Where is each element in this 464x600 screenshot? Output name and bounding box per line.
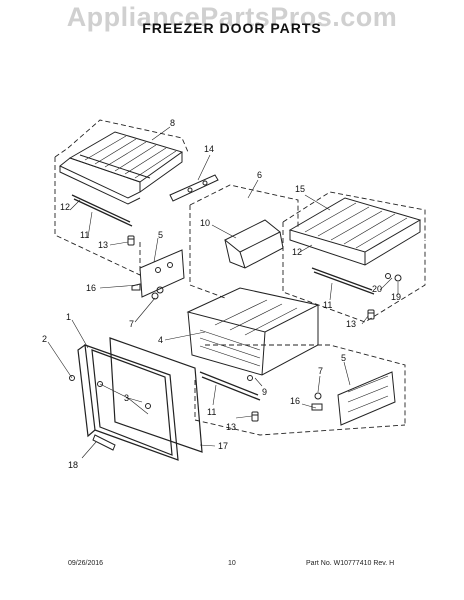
callout-16-lower: 16: [290, 396, 300, 406]
callout-7-lower: 7: [318, 366, 323, 376]
upper-tray-left: [59, 131, 184, 205]
callout-7-upper: 7: [129, 319, 134, 329]
callout-5-upper: 5: [158, 230, 163, 240]
callout-15: 15: [295, 184, 305, 194]
fastener-2: [69, 375, 75, 381]
freezer-basket: [186, 287, 320, 376]
callout-labels: 8 14 6 15 10 12 11 13 5 12 11 13 20 19 1…: [42, 118, 401, 470]
callout-13-right: 13: [346, 319, 356, 329]
door-gasket: [109, 337, 203, 453]
callout-16-upper: 16: [86, 283, 96, 293]
callout-3: 3: [124, 393, 129, 403]
callout-5-lower: 5: [341, 353, 346, 363]
watermark: AppliancePartsPros.com: [66, 2, 398, 32]
callout-4: 4: [158, 335, 163, 345]
callout-13-bottom: 13: [226, 422, 236, 432]
group-outline-bottom: [194, 344, 406, 436]
footer-part-number: Part No. W10777410 Rev. H: [306, 560, 395, 567]
bracket-14: [169, 174, 219, 202]
callout-9: 9: [262, 387, 267, 397]
callout-13-left: 13: [98, 240, 108, 250]
screw-13-left: [127, 235, 135, 246]
callout-8: 8: [170, 118, 175, 128]
callout-17: 17: [218, 441, 228, 451]
screw-13-bottom: [251, 411, 259, 422]
callout-12-left: 12: [60, 202, 70, 212]
door-panel: [77, 344, 179, 461]
callout-11-left: 11: [80, 230, 89, 240]
callout-20: 20: [372, 284, 382, 294]
footer-page-number: 10: [228, 560, 236, 567]
leader-lines: [47, 126, 399, 459]
fastener-3-a: [97, 381, 103, 387]
fastener-9: [247, 375, 253, 381]
callout-2: 2: [42, 334, 47, 344]
page-title: FREEZER DOOR PARTS: [142, 20, 322, 36]
group-outline-bin: [189, 184, 299, 299]
callout-1: 1: [66, 312, 71, 322]
group-outline-right-top: [282, 191, 426, 323]
callout-19: 19: [391, 292, 401, 302]
screw-13-right: [367, 309, 375, 320]
small-bin-10: [224, 219, 284, 269]
group-outline-left-top: [54, 119, 189, 276]
callout-14: 14: [204, 144, 214, 154]
fastener-7-upper: [151, 292, 159, 300]
slide-bracket-lower: [337, 371, 396, 426]
fastener-19: [394, 274, 402, 282]
slide-bracket-upper: [139, 249, 185, 298]
door-handle-18: [92, 434, 116, 451]
callout-18: 18: [68, 460, 78, 470]
upper-tray-right: [288, 197, 422, 266]
fastener-3-b: [145, 403, 151, 409]
fastener-16-upper: [131, 283, 141, 291]
fastener-16-lower: [311, 403, 323, 411]
footer-date: 09/26/2016: [68, 560, 104, 567]
callout-11-bottom: 11: [207, 407, 216, 417]
fastener-7-lower: [314, 392, 322, 400]
rail-left-top: [71, 194, 133, 227]
fastener-20: [385, 273, 391, 279]
rail-bottom: [199, 371, 261, 401]
callout-11-right: 11: [323, 300, 332, 310]
rail-right-top: [311, 267, 375, 295]
callout-12-right: 12: [292, 247, 302, 257]
callout-6: 6: [257, 170, 262, 180]
callout-10: 10: [200, 218, 210, 228]
